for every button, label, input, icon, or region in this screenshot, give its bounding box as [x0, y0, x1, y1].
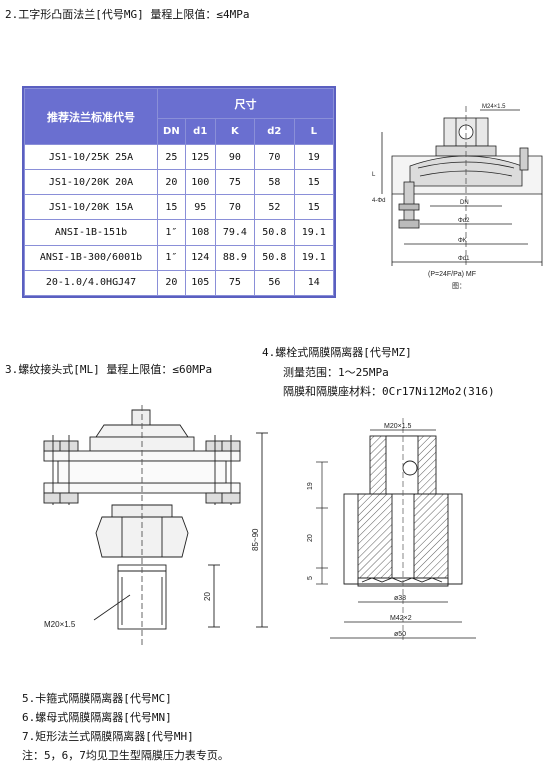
table-subheader-d1: d1 — [184, 118, 216, 145]
fig3-dim-thread: 20 — [203, 592, 212, 601]
table-cell: 19.1 — [293, 244, 335, 271]
bolt-seal-drawing: M20×1.5 19 20 5 ø38 M42×2 ø50 — [307, 418, 476, 643]
section-4-range: 测量范围：1～25MPa — [283, 366, 389, 379]
fig4-thread-top: M20×1.5 — [384, 423, 412, 430]
fig1-dim-dn: DN — [460, 200, 469, 206]
fig3-thread-label: M20×1.5 — [44, 620, 76, 629]
table-subheader-d2: d2 — [254, 118, 295, 145]
table-cell: 75 — [214, 269, 256, 297]
table-cell: ANSI-1B-300/6001b — [24, 244, 158, 271]
table-cell: 95 — [184, 194, 216, 221]
list-item-6: 6.螺母式隔膜隔离器[代号MN] — [22, 711, 172, 724]
table-cell: JS1-10/25K 25A — [24, 143, 158, 171]
table-cell: 15 — [157, 194, 186, 221]
fig4-dim-m42: M42×2 — [390, 615, 412, 622]
table-cell: 15 — [293, 194, 335, 221]
table-cell: 20 — [157, 169, 186, 196]
table-cell: ANSI-1B-151b — [24, 219, 158, 246]
table-cell: 52 — [254, 194, 295, 221]
list-note: 注：5，6，7均见卫生型隔膜压力表专页。 — [22, 749, 229, 762]
section-4-material: 隔膜和隔膜座材料：0Cr17Ni12Mo2(316) — [283, 385, 495, 398]
table-row: ANSI-1B-151b 1″ 108 79.4 50.8 19.1 — [24, 219, 335, 246]
fig1-dim-l: L — [372, 172, 376, 178]
fig4-dim-5: 5 — [307, 576, 314, 580]
table-row: JS1-10/25K 25A 25 125 90 70 19 — [24, 143, 335, 171]
fig1-dim-d1: Φd1 — [458, 256, 470, 262]
table-cell: 75 — [214, 169, 256, 196]
section-2-heading: 2.工字形凸面法兰[代号MG] 量程上限值：≤4MPa — [5, 8, 250, 21]
fig1-dim-k: ΦK — [458, 238, 467, 244]
table-row: 20-1.0/4.0HGJ47 20 105 75 56 14 — [24, 269, 335, 297]
table-cell: 70 — [214, 194, 256, 221]
fig4-dim-19: 19 — [307, 482, 314, 490]
table-cell: 105 — [184, 269, 216, 297]
fig1-caption: (P=24F/Pa) MF — [428, 271, 476, 278]
table-cell: 58 — [254, 169, 295, 196]
section-3-heading: 3.螺纹接头式[ML] 量程上限值：≤60MPa — [5, 363, 213, 376]
table-cell: 50.8 — [254, 244, 295, 271]
table-cell: 19 — [293, 143, 335, 171]
table-cell: 124 — [184, 244, 216, 271]
table-cell: 1″ — [157, 219, 186, 246]
list-item-7: 7.矩形法兰式隔膜隔离器[代号MH] — [22, 730, 194, 743]
section-4-heading: 4.螺栓式隔膜隔离器[代号MZ] — [262, 346, 412, 359]
table-cell: 125 — [184, 143, 216, 171]
fig4-dim-50: ø50 — [394, 631, 406, 638]
fig4-dim-38: ø38 — [394, 595, 406, 602]
fig1-label: 图： — [452, 282, 466, 290]
table-cell: 15 — [293, 169, 335, 196]
flange-standard-table: 推荐法兰标准代号 尺寸 DN d1 K d2 L JS1-10/25K 25A … — [22, 86, 336, 298]
table-subheader-k: K — [214, 118, 256, 145]
table-cell: JS1-10/20K 20A — [24, 169, 158, 196]
table-row: JS1-10/20K 20A 20 100 75 58 15 — [24, 169, 335, 196]
table-cell: 88.9 — [214, 244, 256, 271]
list-item-5: 5.卡箍式隔膜隔离器[代号MC] — [22, 692, 172, 705]
table-cell: 19.1 — [293, 219, 335, 246]
table-cell: 79.4 — [214, 219, 256, 246]
table-cell: 50.8 — [254, 219, 295, 246]
table-cell: 100 — [184, 169, 216, 196]
table-cell: 20-1.0/4.0HGJ47 — [24, 269, 158, 297]
fig1-dim-top: M24×1.5 — [482, 104, 506, 110]
table-subheader-l: L — [293, 118, 335, 145]
table-subheader-dn: DN — [157, 118, 186, 145]
table-cell: 90 — [214, 143, 256, 171]
table-cell: 20 — [157, 269, 186, 297]
flange-seal-drawing: M24×1.5 L 4-Φd DN Φd2 ΦK Φd1 (P=24F/Pa) … — [372, 104, 543, 290]
table-header-size: 尺寸 — [157, 88, 334, 119]
fig1-dim-d2: Φd2 — [458, 218, 470, 224]
table-cell: 56 — [254, 269, 295, 297]
threaded-seal-drawing: 85~90 20 M20×1.5 — [43, 405, 268, 645]
table-cell: 25 — [157, 143, 186, 171]
table-cell: JS1-10/20K 15A — [24, 194, 158, 221]
table-cell: 108 — [184, 219, 216, 246]
fig1-side-label: 4-Φd — [372, 198, 385, 204]
table-row: JS1-10/20K 15A 15 95 70 52 15 — [24, 194, 335, 221]
table-cell: 14 — [293, 269, 335, 297]
table-row: ANSI-1B-300/6001b 1″ 124 88.9 50.8 19.1 — [24, 244, 335, 271]
table-header-standard: 推荐法兰标准代号 — [24, 88, 158, 145]
table-cell: 70 — [254, 143, 295, 171]
fig3-dim-height: 85~90 — [251, 528, 260, 551]
fig4-dim-20: 20 — [307, 534, 314, 542]
table-cell: 1″ — [157, 244, 186, 271]
